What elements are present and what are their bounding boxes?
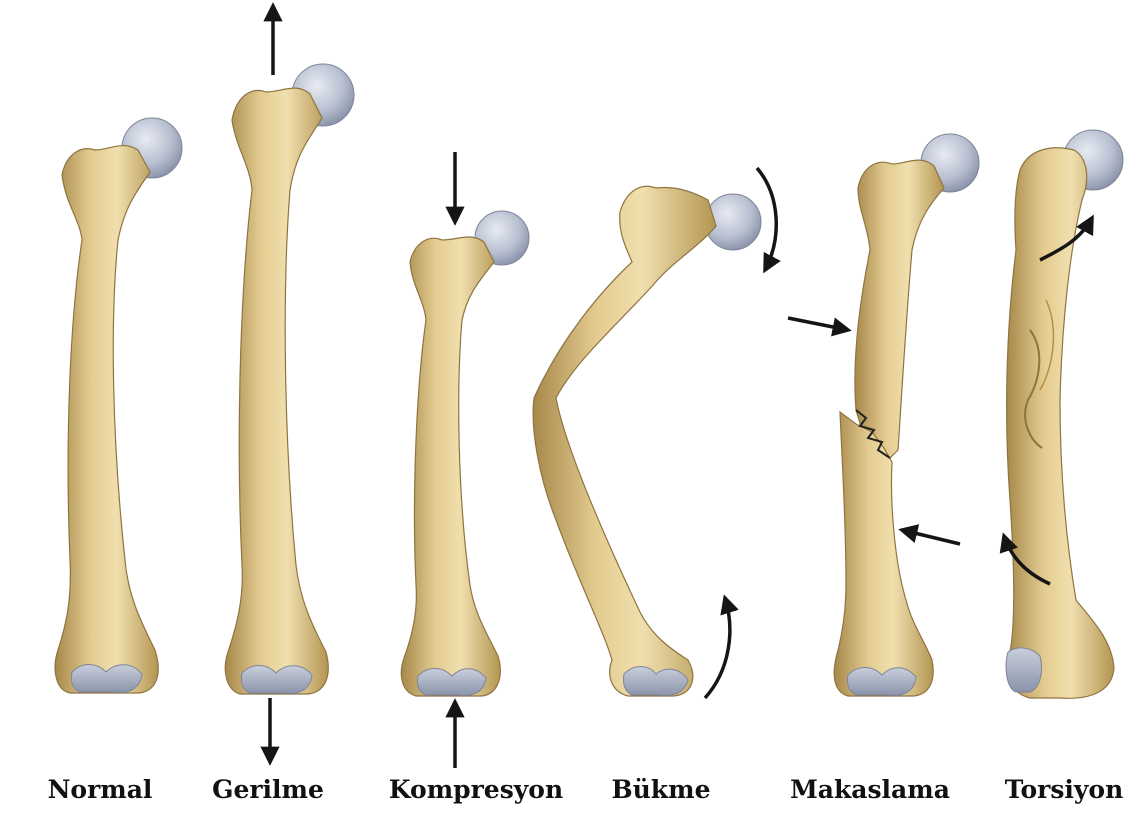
- label-gerilme: Gerilme: [212, 775, 324, 804]
- bone-bukme: [533, 168, 776, 698]
- label-kompresyon: Kompresyon: [389, 775, 563, 804]
- femur-shaft: [55, 146, 158, 693]
- femur-shaft: [533, 186, 716, 696]
- bone-gerilme: [225, 6, 354, 762]
- femur-shaft: [401, 237, 500, 696]
- bone-makaslama: [788, 134, 979, 696]
- label-normal: Normal: [48, 775, 153, 804]
- label-makaslama: Makaslama: [790, 775, 950, 804]
- shear-arrow-left: [788, 318, 848, 330]
- bone-normal: [55, 118, 182, 693]
- bone-torsiyon: [1004, 130, 1123, 698]
- label-bukme: Bükme: [612, 775, 711, 804]
- bending-arrow-bottom: [705, 598, 730, 698]
- distal-condyles: [1006, 648, 1041, 692]
- label-torsiyon: Torsiyon: [1005, 775, 1124, 804]
- shear-arrow-right: [902, 530, 960, 544]
- femur-shaft: [1007, 148, 1114, 699]
- bone-kompresyon: [401, 152, 529, 768]
- femur-shaft: [225, 88, 328, 694]
- femur-upper-fragment: [855, 160, 944, 460]
